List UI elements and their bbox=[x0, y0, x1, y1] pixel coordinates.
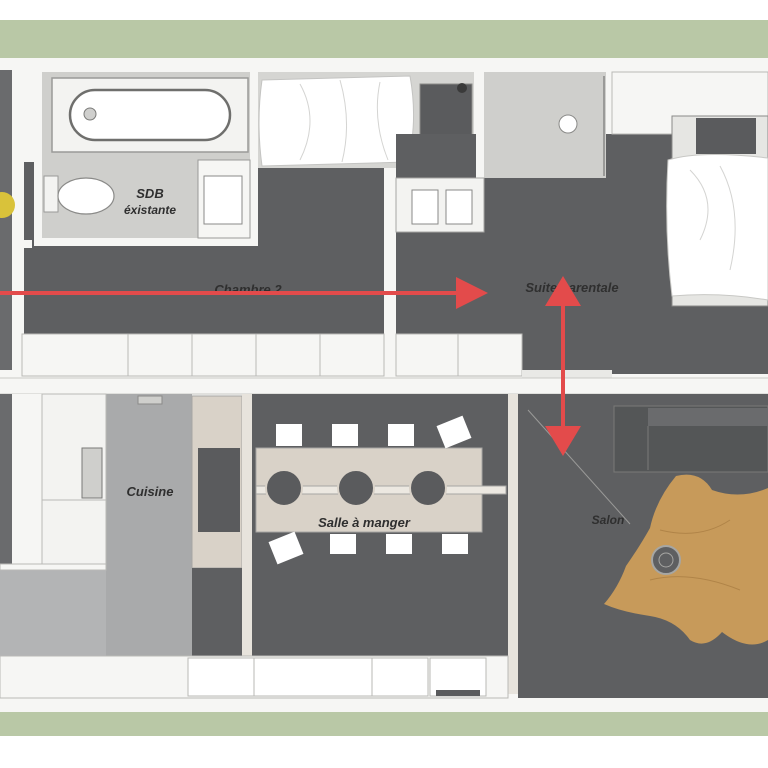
washbasin-icon bbox=[197, 159, 251, 239]
bathtub-icon bbox=[51, 77, 249, 153]
arrow-icon bbox=[0, 277, 488, 309]
room-label-bathroom: SDB bbox=[136, 186, 163, 201]
bathroom-wall-left bbox=[34, 72, 42, 246]
left-room-floor bbox=[0, 70, 12, 370]
room-label-kitchen: Cuisine bbox=[127, 484, 174, 499]
yellow-chair-icon bbox=[0, 192, 15, 218]
entry-wall bbox=[12, 394, 42, 564]
bottom-cabinets bbox=[0, 655, 509, 699]
corridor-wall bbox=[0, 378, 768, 394]
toilet-icon bbox=[43, 175, 115, 215]
shower-icon bbox=[558, 76, 605, 176]
arrow-icon bbox=[545, 276, 581, 456]
sofa-icon bbox=[613, 405, 768, 473]
washbasin-icon bbox=[411, 189, 473, 225]
master-door-floor bbox=[522, 370, 612, 378]
bathroom-bottom-wall bbox=[24, 240, 32, 248]
dining-chairs bbox=[268, 415, 472, 565]
entry-floor bbox=[0, 394, 12, 564]
bedroom2-wardrobe bbox=[21, 333, 385, 377]
room-label-living: Salon bbox=[592, 513, 625, 527]
master-wardrobe bbox=[395, 333, 523, 377]
kitchen-island bbox=[191, 395, 243, 569]
frame-bottom-band bbox=[0, 712, 768, 736]
room-label-bathroom-sub: éxistante bbox=[124, 203, 176, 217]
dining-divider bbox=[242, 394, 252, 656]
dining-table-icon bbox=[255, 447, 507, 533]
kitchen-counter bbox=[41, 393, 163, 567]
room-label-dining: Salle à manger bbox=[318, 515, 411, 530]
frame-top-band bbox=[0, 20, 768, 58]
island-floor bbox=[192, 568, 242, 656]
bed-icon bbox=[666, 115, 768, 307]
kitchen-floor bbox=[106, 394, 192, 656]
kitchen-bottom-wall bbox=[0, 563, 107, 571]
bathroom-wall-bottom bbox=[36, 238, 258, 246]
living-bottom-floor bbox=[518, 656, 768, 698]
door-swing-line bbox=[527, 409, 631, 525]
bedroom2-wardrobe-right-wall bbox=[384, 170, 394, 370]
shower-floor bbox=[484, 72, 606, 178]
bathroom-wall-right bbox=[250, 72, 258, 242]
shower-wall-left bbox=[476, 72, 484, 182]
living-divider bbox=[508, 394, 518, 694]
cowhide-rug-icon bbox=[604, 474, 768, 645]
room-label-master-suite: Suite parentale bbox=[525, 280, 618, 295]
